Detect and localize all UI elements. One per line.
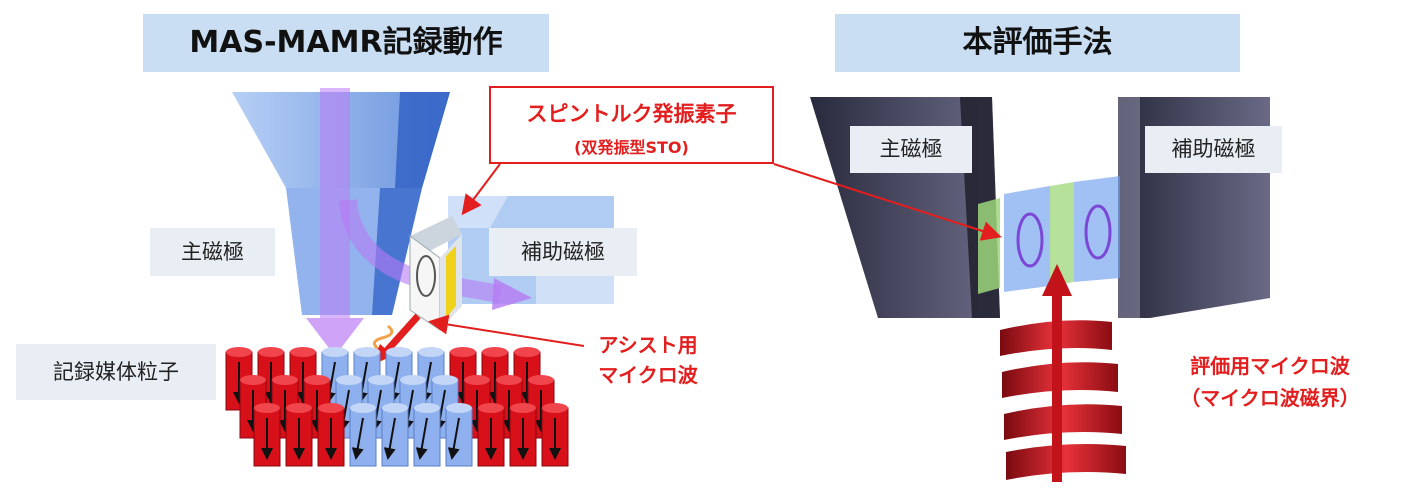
media-grain-top [226, 347, 252, 357]
media-grain-top [478, 403, 504, 413]
media-grain-top [318, 403, 344, 413]
media-grain-top [414, 403, 440, 413]
media-grain [445, 407, 473, 467]
sto-callout-box: スピントルク発振素子 (双発振型STO) [489, 86, 774, 164]
sto-callout-subtitle: (双発振型STO) [574, 138, 689, 157]
media-grain-top [240, 375, 266, 385]
media-grain [381, 407, 409, 467]
right-main-pole-label: 主磁極 [850, 126, 972, 173]
left-panel-header: MAS-MAMR記録動作 [143, 14, 549, 72]
media-grain-top [400, 375, 426, 385]
media-grain-top [290, 347, 316, 357]
media-grain-top [482, 347, 508, 357]
sto-callout-title: スピントルク発振素子 [526, 102, 737, 126]
media-grain-top [418, 347, 444, 357]
recording-media-grains [225, 347, 569, 467]
media-grain-top [450, 347, 476, 357]
media-grain-top [382, 403, 408, 413]
eval-label-line: （マイクロ波磁界） [1180, 386, 1360, 410]
media-grain-top [304, 375, 330, 385]
media-grain-top [322, 347, 348, 357]
media-grain-top [254, 403, 280, 413]
media-grain-top [368, 375, 394, 385]
assist-microwave-label: アシスト用 マイクロ波 [588, 330, 708, 390]
media-grain-top [464, 375, 490, 385]
eval-microwave-label: 評価用マイクロ波 （マイクロ波磁界） [1155, 350, 1385, 414]
media-grain [413, 407, 441, 467]
eval-label-line: 評価用マイクロ波 [1190, 354, 1350, 378]
media-grain-top [354, 347, 380, 357]
left-aux-pole-label: 補助磁極 [489, 228, 637, 276]
media-grain-top [510, 403, 536, 413]
media-grain-label: 記録媒体粒子 [16, 344, 216, 400]
media-grain-top [542, 403, 568, 413]
media-grain-top [386, 347, 412, 357]
media-grain-top [446, 403, 472, 413]
media-grain-top [286, 403, 312, 413]
left-main-pole-label: 主磁極 [150, 228, 275, 276]
media-grain-top [272, 375, 298, 385]
evaluation-microwave-coil [1000, 264, 1126, 482]
dual-sto-stack [978, 176, 1120, 294]
grain-magnetization-arrow [415, 417, 428, 460]
callout-arrows [428, 163, 1002, 347]
grain-magnetization-arrow [383, 417, 396, 460]
media-grain-top [432, 375, 458, 385]
media-grain-top [496, 375, 522, 385]
assist-label-line: アシスト用 [598, 333, 698, 357]
right-aux-pole-label: 補助磁極 [1145, 126, 1282, 173]
sto-element [409, 216, 462, 331]
grain-magnetization-arrow [351, 417, 364, 460]
media-grain-top [258, 347, 284, 357]
assist-label-line: マイクロ波 [598, 363, 698, 387]
media-grain-top [528, 375, 554, 385]
media-grain-top [350, 403, 376, 413]
media-grain-top [514, 347, 540, 357]
media-grain-top [336, 375, 362, 385]
grain-magnetization-arrow [447, 417, 460, 460]
media-grain [349, 407, 377, 467]
right-panel-header: 本評価手法 [835, 14, 1240, 72]
